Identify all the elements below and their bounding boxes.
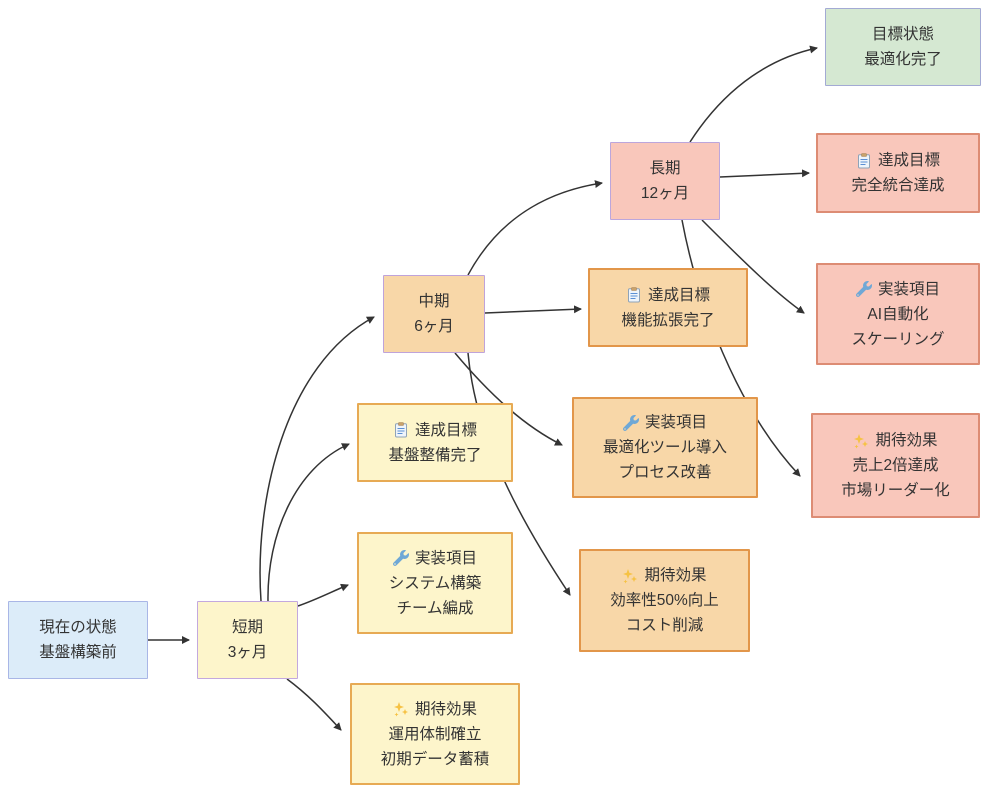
node-short-term: 短期 3ヶ月: [197, 601, 298, 679]
clipboard-icon: [393, 422, 409, 438]
wrench-icon: [622, 414, 639, 431]
edge-long-to-goal: [719, 169, 810, 178]
node-mid-term: 中期 6ヶ月: [383, 275, 485, 353]
sparkles-icon: [393, 701, 409, 717]
sparkles-icon: [622, 568, 638, 584]
node-current-state: 現在の状態 基盤構築前: [8, 601, 148, 679]
edge-long-to-goalstate: [689, 45, 818, 143]
wrench-icon: [855, 281, 872, 297]
edge-mid-to-long: [467, 180, 603, 276]
node-long-goal: 達成目標 完全統合達成: [816, 133, 980, 213]
node-mid-implementation: 実装項目 最適化ツール導入 プロセス改善: [572, 397, 758, 498]
wrench-icon: [392, 550, 409, 566]
node-mid-goal: 達成目標 機能拡張完了: [588, 268, 748, 347]
edge-long-to-effect: [681, 219, 801, 477]
node-short-implementation: 実装項目 システム構築 チーム編成: [357, 532, 513, 634]
node-long-effect: 期待効果 売上2倍達成 市場リーダー化: [811, 413, 980, 518]
node-long-term: 長期 12ヶ月: [610, 142, 720, 220]
node-long-implementation: 実装項目 AI自動化 スケーリング: [816, 263, 980, 365]
edge-short-to-effect: [286, 678, 342, 731]
sparkles-icon: [853, 433, 869, 449]
clipboard-icon: [856, 152, 872, 169]
edge-short-to-mid: [259, 316, 375, 602]
edge-short-to-goal: [267, 443, 350, 602]
edge-short-to-impl: [297, 583, 349, 607]
node-short-goal: 達成目標 基盤整備完了: [357, 403, 513, 482]
edge-mid-to-goal: [484, 305, 582, 314]
node-short-effect: 期待効果 運用体制確立 初期データ蓄積: [350, 683, 520, 785]
clipboard-icon: [626, 287, 642, 303]
edge-long-to-impl: [701, 219, 805, 314]
node-mid-effect: 期待効果 効率性50%向上 コスト削減: [579, 549, 750, 652]
node-goal-state: 目標状態 最適化完了: [825, 8, 981, 86]
